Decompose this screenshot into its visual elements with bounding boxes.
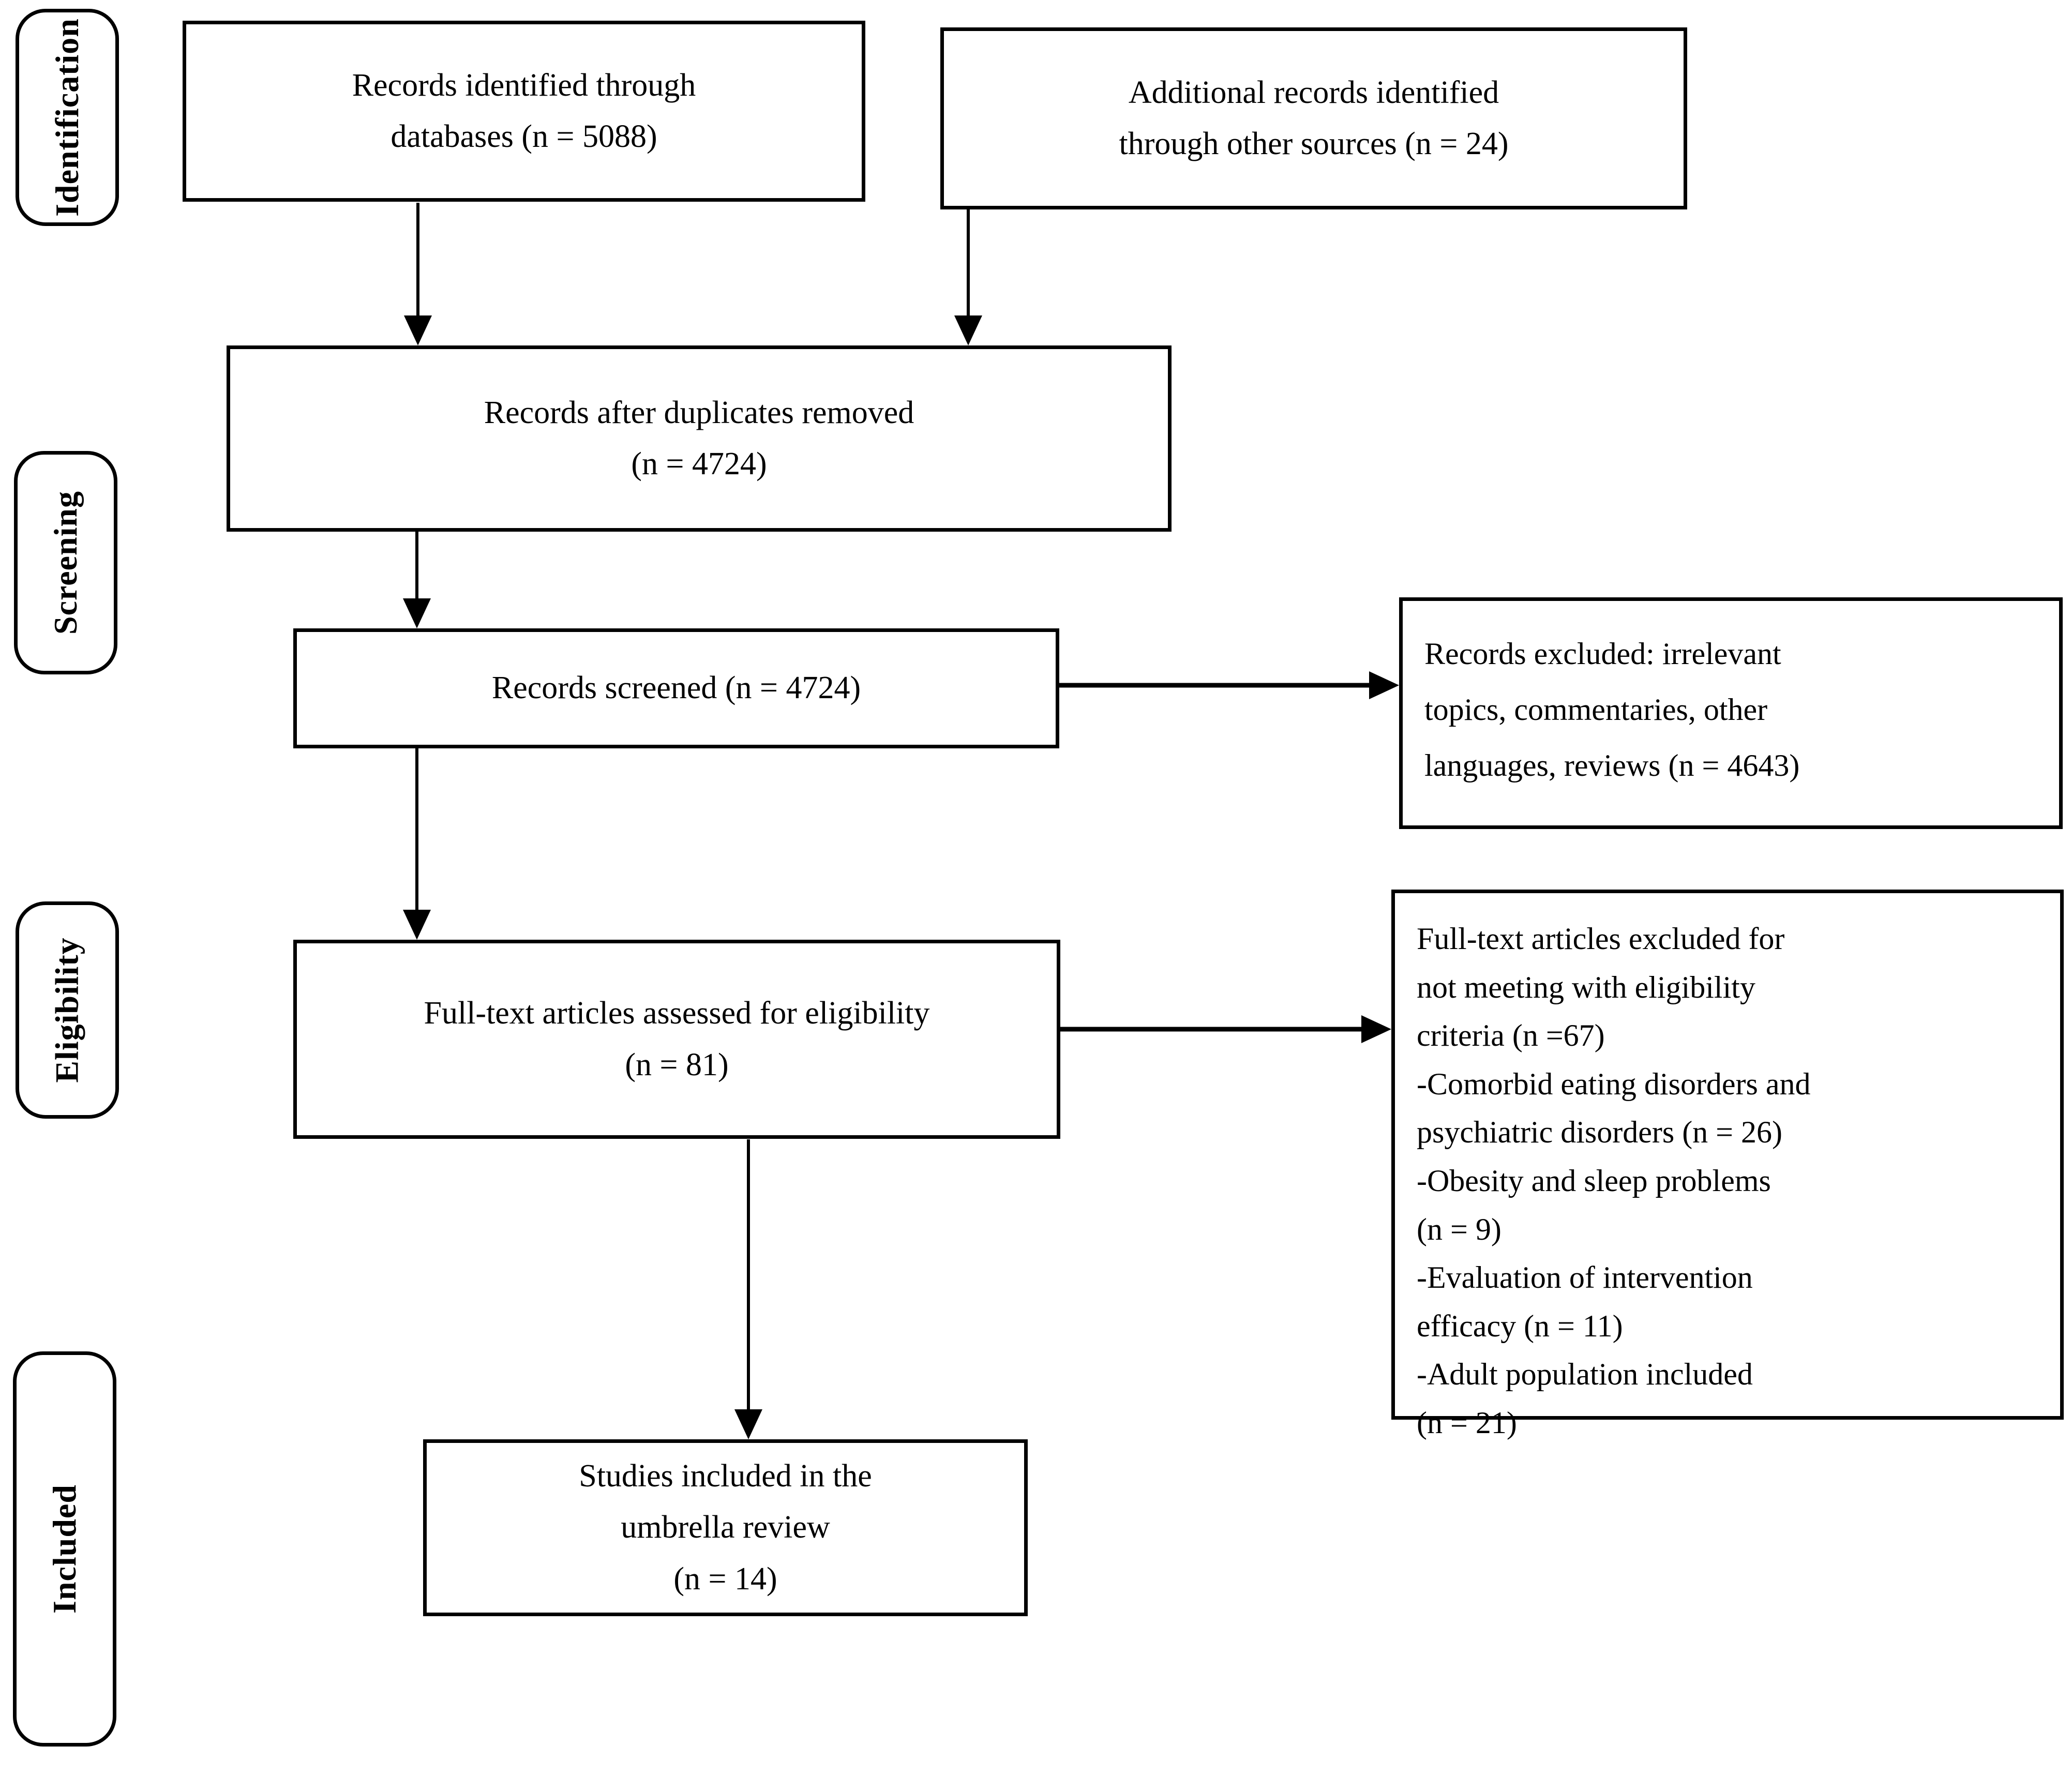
box-fulltext-excluded-text: Full-text articles excluded for not meet… bbox=[1417, 922, 1811, 1440]
box-records-excluded-text: Records excluded: irrelevant topics, com… bbox=[1424, 637, 1800, 782]
box-records-identified-text: Records identified through databases (n … bbox=[352, 67, 696, 154]
arrow-head-right-icon bbox=[1361, 1015, 1391, 1043]
box-records-screened-text: Records screened (n = 4724) bbox=[491, 670, 861, 706]
stage-label-included-text: Included bbox=[46, 1484, 83, 1614]
box-fulltext-assessed: Full-text articles assessed for eligibil… bbox=[293, 940, 1060, 1139]
arrow-screened-to-fulltext-icon bbox=[403, 748, 431, 940]
box-additional-records: Additional records identified through ot… bbox=[940, 27, 1687, 209]
box-fulltext-assessed-text: Full-text articles assessed for eligibil… bbox=[424, 996, 930, 1082]
arrow-head-down-icon bbox=[734, 1409, 762, 1439]
stage-label-identification-text: Identification bbox=[49, 18, 85, 217]
box-studies-included-text: Studies included in the umbrella review … bbox=[579, 1458, 872, 1597]
box-records-excluded: Records excluded: irrelevant topics, com… bbox=[1399, 597, 2063, 829]
box-records-identified: Records identified through databases (n … bbox=[183, 21, 865, 202]
arrow-head-right-icon bbox=[1369, 671, 1399, 699]
box-additional-records-text: Additional records identified through ot… bbox=[1119, 74, 1509, 161]
arrow-shaft bbox=[415, 748, 418, 912]
stage-label-included: Included bbox=[13, 1351, 116, 1747]
arrow-shaft bbox=[1059, 683, 1371, 688]
arrow-screened-to-excluded-icon bbox=[1059, 671, 1399, 699]
stage-label-identification: Identification bbox=[16, 9, 119, 226]
arrow-head-down-icon bbox=[403, 598, 431, 628]
box-records-screened: Records screened (n = 4724) bbox=[293, 628, 1059, 748]
box-studies-included: Studies included in the umbrella review … bbox=[423, 1439, 1028, 1616]
arrow-shaft bbox=[415, 532, 418, 600]
arrow-head-down-icon bbox=[404, 315, 432, 345]
arrow-shaft bbox=[967, 208, 970, 318]
arrow-shaft bbox=[747, 1139, 750, 1411]
stage-label-eligibility: Eligibility bbox=[16, 901, 119, 1119]
arrow-duplicates-to-screened-icon bbox=[403, 532, 431, 628]
arrow-head-down-icon bbox=[403, 910, 431, 940]
box-duplicates-removed: Records after duplicates removed (n = 47… bbox=[227, 345, 1172, 532]
arrow-identified-to-duplicates-icon bbox=[404, 203, 432, 345]
stage-label-eligibility-text: Eligibility bbox=[49, 937, 85, 1083]
box-fulltext-excluded: Full-text articles excluded for not meet… bbox=[1391, 890, 2064, 1440]
arrow-fulltext-to-included-icon bbox=[734, 1139, 762, 1439]
arrow-shaft bbox=[416, 203, 419, 318]
box-duplicates-removed-text: Records after duplicates removed (n = 47… bbox=[484, 395, 914, 481]
arrow-head-down-icon bbox=[954, 315, 982, 345]
arrow-additional-to-duplicates-icon bbox=[954, 208, 982, 345]
arrow-fulltext-to-fulltext-excluded-icon bbox=[1060, 1015, 1391, 1043]
stage-label-screening: Screening bbox=[14, 451, 117, 674]
stage-label-screening-text: Screening bbox=[47, 490, 84, 635]
arrow-shaft bbox=[1060, 1027, 1363, 1032]
